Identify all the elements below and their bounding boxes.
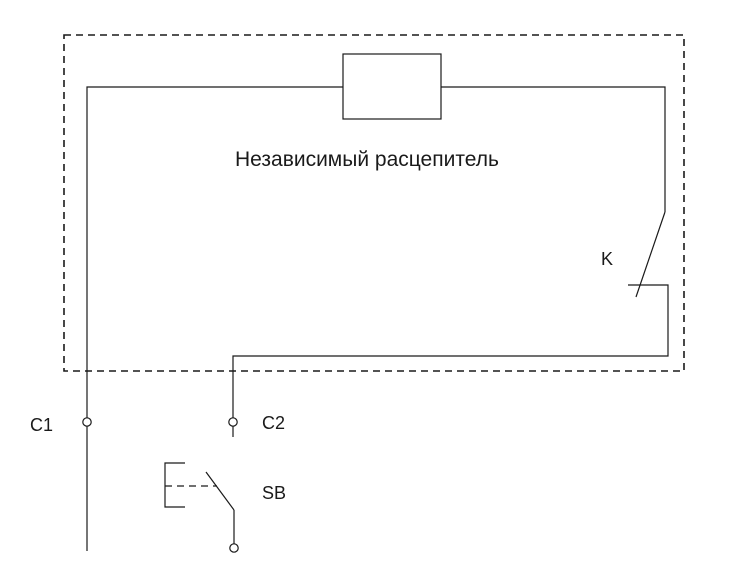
device-enclosure (63, 34, 685, 372)
contact-k-blade (635, 211, 666, 298)
button-sb-blade (205, 471, 235, 511)
device-label: Независимый расцепитель (235, 148, 499, 171)
wire-contact-to-c2 (232, 284, 669, 418)
terminal-c2-label: C2 (262, 413, 285, 433)
terminal-c1 (82, 417, 92, 427)
wire-coil-to-c1 (86, 86, 343, 418)
terminal-c1-label: C1 (30, 415, 53, 435)
button-sb-actuator (164, 462, 185, 508)
button-sb-label: SB (262, 483, 286, 503)
wire-coil-to-contact (441, 86, 666, 212)
terminal-c2 (228, 417, 238, 427)
trip-coil (342, 53, 442, 120)
terminal-sb (229, 543, 239, 553)
contact-k-label: K (601, 249, 613, 269)
